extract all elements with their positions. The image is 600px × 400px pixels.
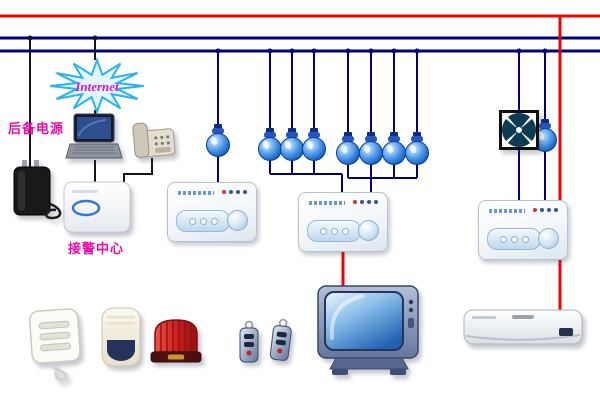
sensor-bulb-icon <box>382 131 406 165</box>
bus-lines <box>0 14 600 53</box>
sensor-bulb-icon <box>258 127 282 161</box>
alarm-host-panel-3 <box>478 200 568 260</box>
sensor-bulb-icon <box>359 131 383 165</box>
strobe-siren <box>150 319 202 363</box>
wire-junction-dots <box>27 35 548 54</box>
alarm-host-panel-1 <box>167 182 257 242</box>
panel-label-lines <box>178 191 214 195</box>
air-conditioner-unit <box>463 309 583 345</box>
red-power-wires <box>341 17 562 312</box>
internet-star-icon <box>50 60 144 112</box>
internet-label: Internet <box>75 79 119 94</box>
laptop-screen <box>77 117 111 139</box>
panel-speaker-knob <box>538 228 559 249</box>
exhaust-fan-icon <box>499 110 539 150</box>
wired-siren <box>28 308 81 382</box>
sensor-bulb-icon <box>280 127 304 161</box>
sensor-bulb-icon <box>302 127 326 161</box>
siren-cord <box>52 363 68 382</box>
tv-stand <box>329 357 409 370</box>
alarm-center-label: 接警中心 <box>68 241 125 256</box>
telephone-icon <box>132 122 176 158</box>
panel-display <box>307 220 361 242</box>
power-cord <box>44 202 62 220</box>
panel-led-indicators <box>533 208 558 212</box>
panel-speaker-knob <box>358 220 379 241</box>
remote-keyfob-icon <box>269 317 294 362</box>
panel-display <box>487 228 541 250</box>
pir-lens <box>107 340 135 361</box>
signal-drop-wires <box>217 52 546 202</box>
tv-screen <box>324 291 404 351</box>
backup-power-label: 后备电源 <box>8 121 65 136</box>
receiver-logo-oval <box>71 199 101 217</box>
phone-handset <box>132 122 150 158</box>
panel-speaker-knob <box>227 210 248 231</box>
sensor-bulb-icon <box>206 123 230 157</box>
laptop-icon <box>65 113 123 159</box>
tv-monitor <box>317 285 419 375</box>
panel-led-indicators <box>222 190 247 194</box>
backup-power-adapter <box>13 160 62 220</box>
sensor-bulb-icon <box>405 131 429 165</box>
alarm-host-panel-2 <box>298 192 388 252</box>
sensor-bulb-icon <box>336 131 360 165</box>
panel-led-indicators <box>353 200 378 204</box>
black-drop-wires <box>29 39 153 184</box>
pir-motion-detector <box>101 307 141 367</box>
panel-label-lines <box>489 209 525 213</box>
panel-display <box>176 210 230 232</box>
ac-display <box>559 328 573 336</box>
panel-label-lines <box>309 201 345 205</box>
alarm-center-receiver <box>63 181 131 233</box>
remote-keyfob-icon <box>239 320 259 363</box>
